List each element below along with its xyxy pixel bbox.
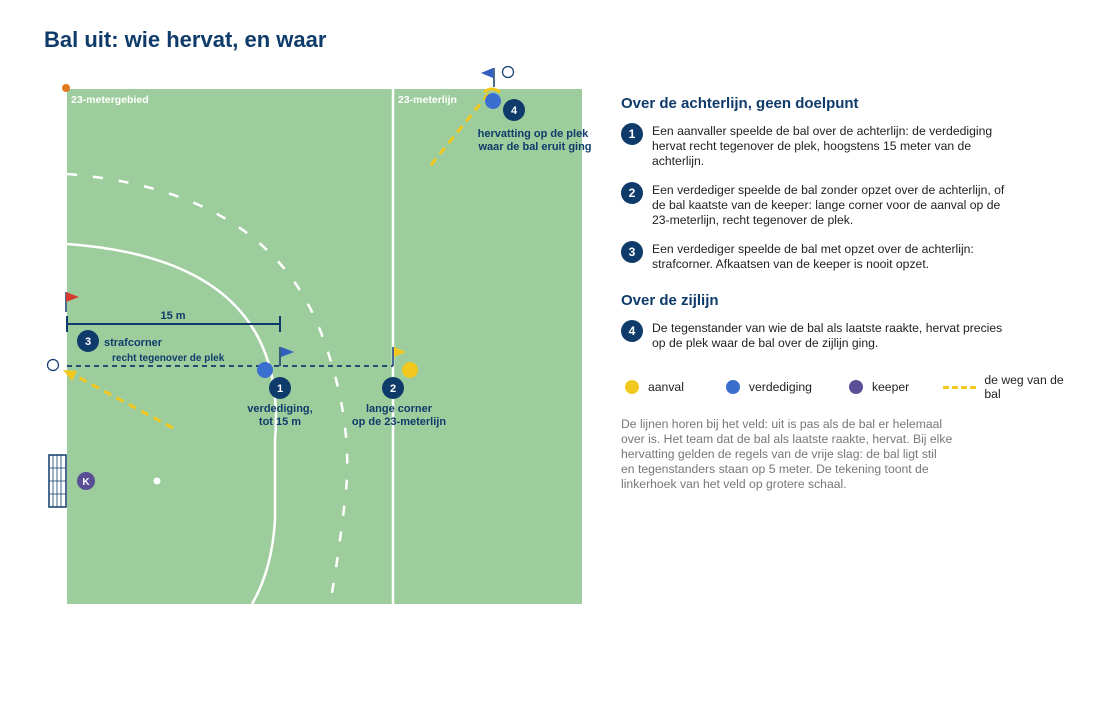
legend-path-label: de weg van de bal (984, 373, 1064, 401)
label-straight-opposite: recht tegenover de plek (112, 353, 225, 364)
legend-keeper-label: keeper (871, 380, 910, 394)
zone-label-23m-area: 23-metergebied (71, 94, 149, 106)
explanatory-note: De lijnen horen bij het veld: uit is pas… (621, 417, 953, 491)
item-number-badge: 3 (621, 241, 643, 263)
legend-attack-label: aanval (648, 380, 684, 394)
legend-attack: aanval (625, 380, 684, 394)
number-2: 2 (390, 383, 396, 395)
label-long-corner-line1: lange corner (366, 403, 433, 415)
yellow-flag-icon (392, 347, 406, 366)
keeper-letter: K (82, 477, 90, 488)
five-meter-arc (66, 172, 349, 605)
attack-swatch-icon (625, 380, 639, 394)
legend-defense: verdediging (725, 380, 812, 394)
item-number-badge: 4 (621, 320, 643, 342)
number-badge-1 (269, 377, 291, 399)
penalty-spot (153, 477, 161, 485)
exit-point-sideline (501, 65, 515, 79)
item-number-badge: 2 (621, 182, 643, 204)
sideline-heading: Over de zijlijn (621, 292, 719, 309)
goal-icon (48, 454, 67, 508)
number-badge-4 (503, 99, 525, 121)
label-defense-line2: tot 15 m (259, 416, 301, 428)
item-text: Een verdediger speelde de bal zonder opz… (652, 183, 1005, 227)
number-4: 4 (511, 105, 518, 117)
ball-path-sideline-end (483, 87, 501, 94)
label-long-corner-line2: op de 23-meterlijn (352, 416, 446, 428)
hockey-field-diagram: 23-metergebied 23-meterlijn K 15 m 3 str… (46, 65, 592, 605)
blue-flag-sideline-icon (481, 68, 495, 87)
backline-item-3: 3 Een verdediger speelde de bal met opze… (621, 241, 1081, 272)
legend-keeper: keeper (848, 380, 910, 394)
fifteen-meter-bracket (66, 316, 281, 332)
red-flag-icon (65, 292, 79, 312)
field-surface (67, 89, 582, 604)
attack-dot (402, 362, 418, 378)
item-text: Een verdediger speelde de bal met opzet … (652, 242, 974, 271)
label-sideline-line1: hervatting op de plek (478, 128, 590, 140)
number-3: 3 (85, 336, 91, 348)
backline-heading: Over de achterlijn, geen doelpunt (621, 95, 859, 112)
number-badge-2 (382, 377, 404, 399)
page-title: Bal uit: wie hervat, en waar (44, 27, 327, 52)
label-defense-line1: verdediging, (247, 403, 312, 415)
backline-item-1: 1 Een aanvaller speelde de bal over de a… (621, 123, 1081, 169)
ball-path-arrowhead (63, 370, 77, 381)
path-swatch-icon (943, 385, 977, 389)
keeper-swatch-icon (848, 380, 863, 394)
item-text: De tegenstander van wie de bal als laats… (652, 321, 1003, 350)
keeper-dot (77, 472, 95, 490)
ball-path-backline (75, 374, 174, 430)
zone-label-23m-line: 23-meterlijn (398, 94, 457, 106)
distance-label: 15 m (160, 310, 185, 322)
number-1: 1 (277, 383, 283, 395)
defense-dot (257, 362, 273, 378)
corner-marker (62, 84, 70, 92)
blue-flag-icon (279, 347, 294, 366)
ball-path-sideline (429, 92, 491, 166)
defense-swatch-icon (725, 380, 740, 394)
sideline-item-4: 4 De tegenstander van wie de bal als laa… (621, 320, 1081, 351)
legend: aanval verdediging keeper de weg van de … (621, 373, 1081, 401)
legend-path: de weg van de bal (943, 373, 1081, 401)
exit-point-backline (46, 358, 60, 372)
item-number-badge: 1 (621, 123, 643, 145)
item-text: Een aanvaller speelde de bal over de ach… (652, 124, 993, 168)
legend-defense-label: verdediging (748, 380, 812, 394)
defense-dot-sideline (485, 93, 501, 109)
number-badge-3 (77, 330, 99, 352)
explanation-panel: Over de achterlijn, geen doelpunt 1 Een … (621, 90, 1081, 492)
label-penalty-corner: strafcorner (104, 337, 163, 349)
label-sideline-line2: waar de bal eruit ging (477, 141, 591, 153)
backline-item-2: 2 Een verdediger speelde de bal zonder o… (621, 182, 1081, 228)
